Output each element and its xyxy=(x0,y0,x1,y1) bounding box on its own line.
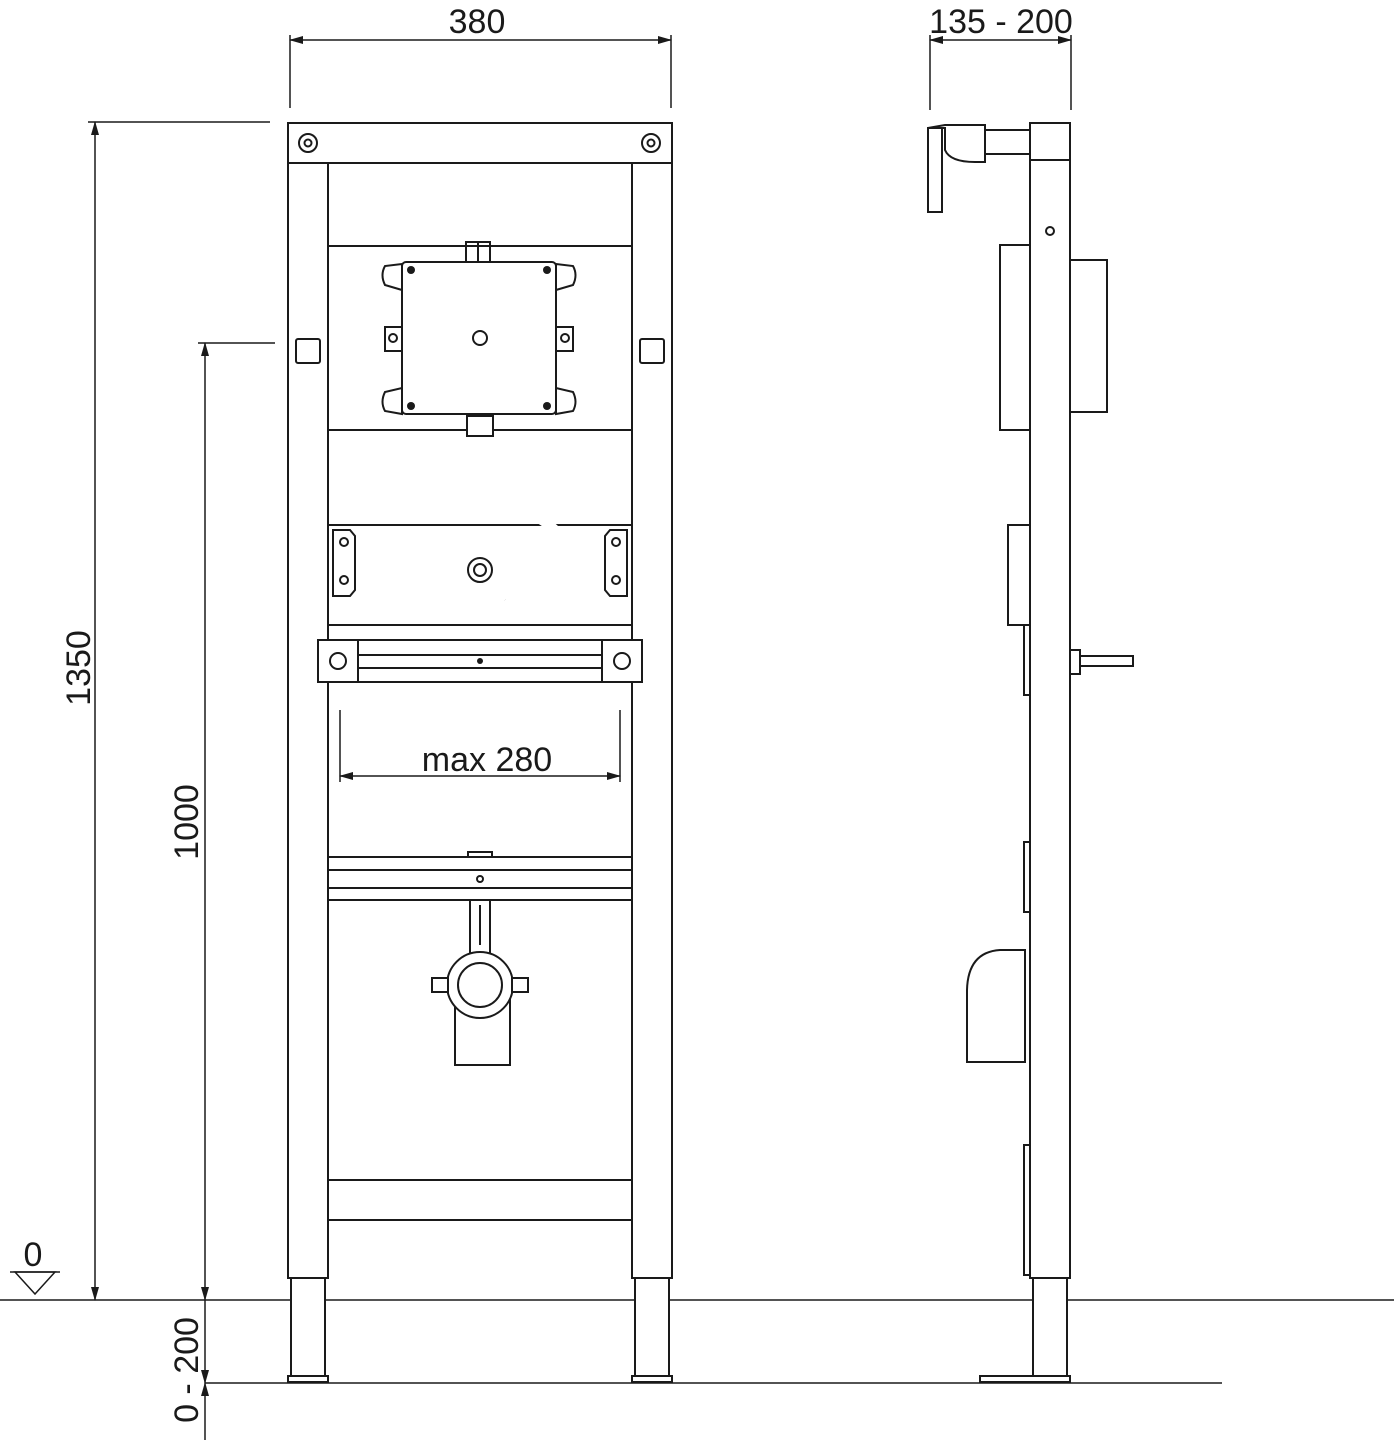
width-label: 380 xyxy=(449,3,506,41)
depth-label: 135 - 200 xyxy=(929,3,1073,41)
dimension-max-width: max 280 xyxy=(339,710,621,782)
front-view xyxy=(287,122,673,1383)
dimension-depth: 135 - 200 xyxy=(929,3,1073,110)
foot-adjust-label: 0 - 200 xyxy=(168,1317,206,1423)
floor-level-marker: 0 xyxy=(10,1236,60,1296)
dimension-foot-adjust: 0 - 200 xyxy=(168,1300,209,1440)
drain-trap xyxy=(431,899,529,1066)
dimension-mount-height: 1000 xyxy=(168,342,275,1301)
control-box xyxy=(381,261,577,416)
floor-level-label: 0 xyxy=(24,1236,43,1274)
mount-height-label: 1000 xyxy=(168,784,206,860)
dimension-width: 380 xyxy=(289,3,672,108)
side-view xyxy=(927,122,1134,1383)
max-width-label: max 280 xyxy=(422,741,552,779)
dimension-total-height: 1350 xyxy=(60,121,270,1301)
total-height-label: 1350 xyxy=(60,630,98,706)
